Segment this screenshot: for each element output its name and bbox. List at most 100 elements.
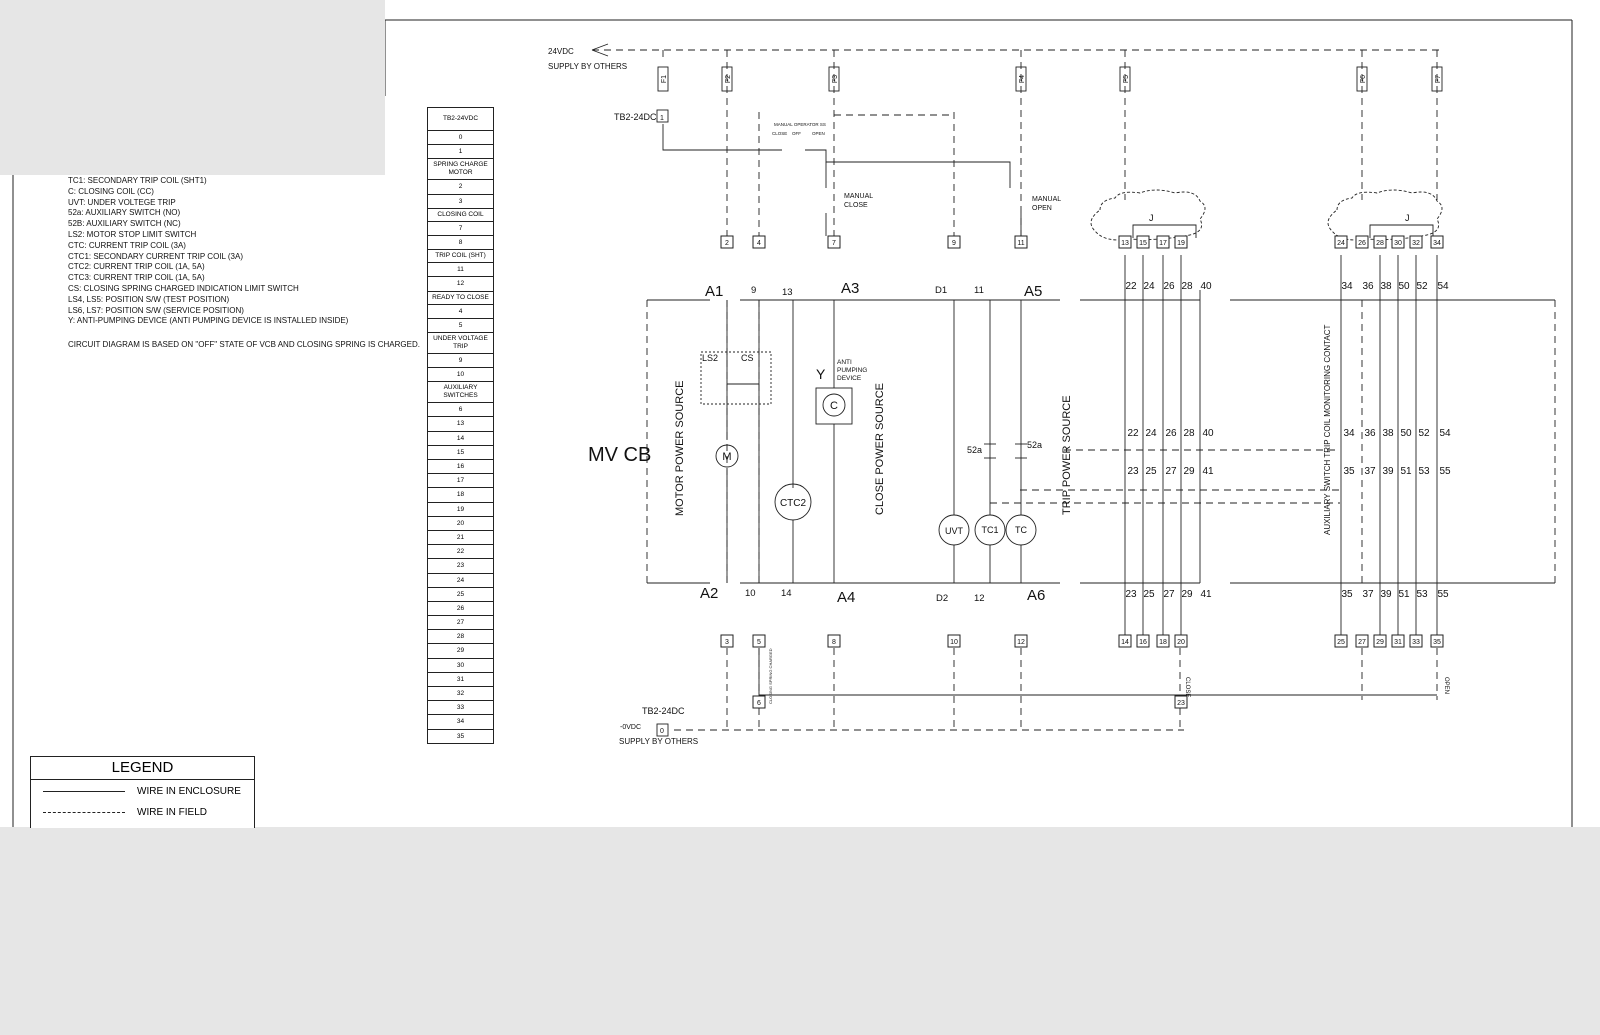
terminal-block-header: TB2-24VDC	[428, 108, 493, 131]
fuse-f7	[1431, 66, 1443, 92]
uvt-coil	[938, 514, 970, 546]
note-item: Y: ANTI-PUMPING DEVICE (ANTI PUMPING DEV…	[68, 316, 349, 326]
switch-pos-open: OPEN	[812, 131, 825, 136]
top-terminal: 30	[1394, 240, 1402, 247]
note-item: LS4, LS5: POSITION S/W (TEST POSITION)	[68, 294, 230, 304]
close-power-source: CLOSE POWER SOURCE	[874, 383, 886, 515]
legend-dashed-label: WIRE IN FIELD	[137, 807, 208, 818]
contact-top-label: 26	[1163, 281, 1175, 292]
contact-bottom-label: 23	[1125, 589, 1137, 600]
terminal-group-label: TRIP COIL (SHT)	[428, 250, 493, 264]
bottom-terminal-box	[827, 634, 841, 648]
top-terminal: 2	[725, 240, 729, 247]
bottom-terminal-box	[1118, 634, 1132, 648]
note-item: LS6, LS7: POSITION S/W (SERVICE POSITION…	[68, 305, 244, 315]
top-terminal-box	[1174, 235, 1188, 249]
terminal-row: 29	[428, 644, 493, 659]
terminal-row: 15	[428, 446, 493, 460]
contact-mid-top-label: 40	[1202, 428, 1214, 439]
bottom-terminal-box	[1136, 634, 1150, 648]
breaker-bottom-label: D2	[936, 593, 948, 604]
terminal-row: 14	[428, 432, 493, 446]
contact-bottom-label: 55	[1437, 589, 1449, 600]
fuse-label: F1	[661, 75, 668, 83]
terminal-row: 10	[428, 368, 493, 383]
contact-bottom-label: 51	[1398, 589, 1410, 600]
fuse-f4	[1015, 66, 1027, 92]
bottom-terminal: 33	[1412, 639, 1420, 646]
terminal-group-label: READY TO CLOSE	[428, 292, 493, 305]
terminal-row: 9	[428, 354, 493, 369]
bottom-terminal-box	[1014, 634, 1028, 648]
contact-top-label: 24	[1143, 281, 1155, 292]
bottom-terminal-box	[1430, 634, 1444, 648]
contact-mid-bottom-label: 29	[1183, 466, 1195, 477]
terminal-row: 16	[428, 460, 493, 475]
tb-top-label: TB2-24DC	[614, 112, 657, 122]
bottom-terminal: 20	[1177, 639, 1185, 646]
breaker-bottom-label: 10	[745, 588, 756, 599]
contact-top-label: 28	[1181, 281, 1193, 292]
top-terminal-box	[1355, 235, 1369, 249]
breaker-bottom-label: A6	[1027, 587, 1045, 604]
terminal-row: 33	[428, 701, 493, 716]
ctc2-coil	[774, 483, 812, 521]
note-item: TC1: SECONDARY TRIP COIL (SHT1)	[68, 176, 207, 185]
coil-c-label: C	[830, 400, 838, 412]
breaker-top-label: A1	[705, 283, 723, 300]
contact-bottom-label: 27	[1163, 589, 1175, 600]
note-item: 52a: AUXILIARY SWITCH (NO)	[68, 208, 181, 218]
junction-label-1: J	[1149, 213, 1154, 223]
terminal-row: 6	[428, 403, 493, 418]
tb-top-terminal: 1	[660, 115, 664, 122]
fuse-label: F7	[1435, 75, 1442, 83]
extra-terminal: 23	[1177, 700, 1185, 707]
contact-bottom-label: 41	[1200, 589, 1212, 600]
top-terminal-box	[1136, 235, 1150, 249]
cs-label: CS	[741, 353, 754, 363]
top-terminal-box	[720, 235, 734, 249]
supply-bottom-note: SUPPLY BY OTHERS	[619, 737, 698, 746]
top-terminal-box	[1373, 235, 1387, 249]
contact-top-label: 38	[1380, 281, 1392, 292]
bottom-terminal-box	[1373, 634, 1387, 648]
supply-top-note: SUPPLY BY OTHERS	[548, 62, 627, 71]
top-terminal: 26	[1358, 240, 1366, 247]
terminal-row: 19	[428, 503, 493, 517]
terminal-row: 31	[428, 673, 493, 687]
contact-bottom-label: 53	[1416, 589, 1428, 600]
anti-pumping-1: ANTI	[837, 359, 852, 366]
top-terminal-box	[1118, 235, 1132, 249]
contact-top-label: 22	[1125, 281, 1137, 292]
top-terminal-box	[827, 235, 841, 249]
terminal-row: 18	[428, 488, 493, 503]
closing-spring-indicator: CLOSING SPRING CHARGED	[768, 648, 773, 704]
contact-mid-bottom-label: 41	[1202, 466, 1214, 477]
bottom-terminal: 3	[725, 639, 729, 646]
circuit-note: CIRCUIT DIAGRAM IS BASED ON "OFF" STATE …	[68, 340, 420, 349]
terminal-group-label: UNDER VOLTAGE TRIP	[428, 333, 493, 354]
tb-bottom-label: TB2-24DC	[642, 706, 685, 716]
fuse-label: F5	[1123, 75, 1130, 83]
top-terminal: 13	[1121, 240, 1129, 247]
fuse-f5	[1119, 66, 1131, 92]
top-terminal-box	[1409, 235, 1423, 249]
bottom-terminal-box	[720, 634, 734, 648]
bottom-terminal-box	[1391, 634, 1405, 648]
breaker-label: MV CB	[588, 444, 651, 466]
supply-bottom-voltage: -0VDC	[620, 724, 641, 731]
contact-mid-top-label: 22	[1127, 428, 1139, 439]
coil-uvt-label: UVT	[945, 526, 964, 536]
note-item: CTC: CURRENT TRIP COIL (3A)	[68, 240, 186, 250]
top-terminal-box	[1156, 235, 1170, 249]
terminal-row: 5	[428, 319, 493, 333]
notes-list: TC1: SECONDARY TRIP COIL (SHT1)C: CLOSIN…	[68, 176, 348, 327]
terminal-row: 11	[428, 263, 493, 278]
close-indicator: CLOSE	[1184, 677, 1190, 697]
contact-top-label: 34	[1341, 281, 1353, 292]
contact-mid-bottom-label: 25	[1145, 466, 1157, 477]
bottom-terminal-box	[947, 634, 961, 648]
schematic-diagram: 24VDC SUPPLY BY OTHERS TB2-24DC 1 TB2-24…	[12, 19, 1573, 827]
terminal-row: 12	[428, 277, 493, 292]
